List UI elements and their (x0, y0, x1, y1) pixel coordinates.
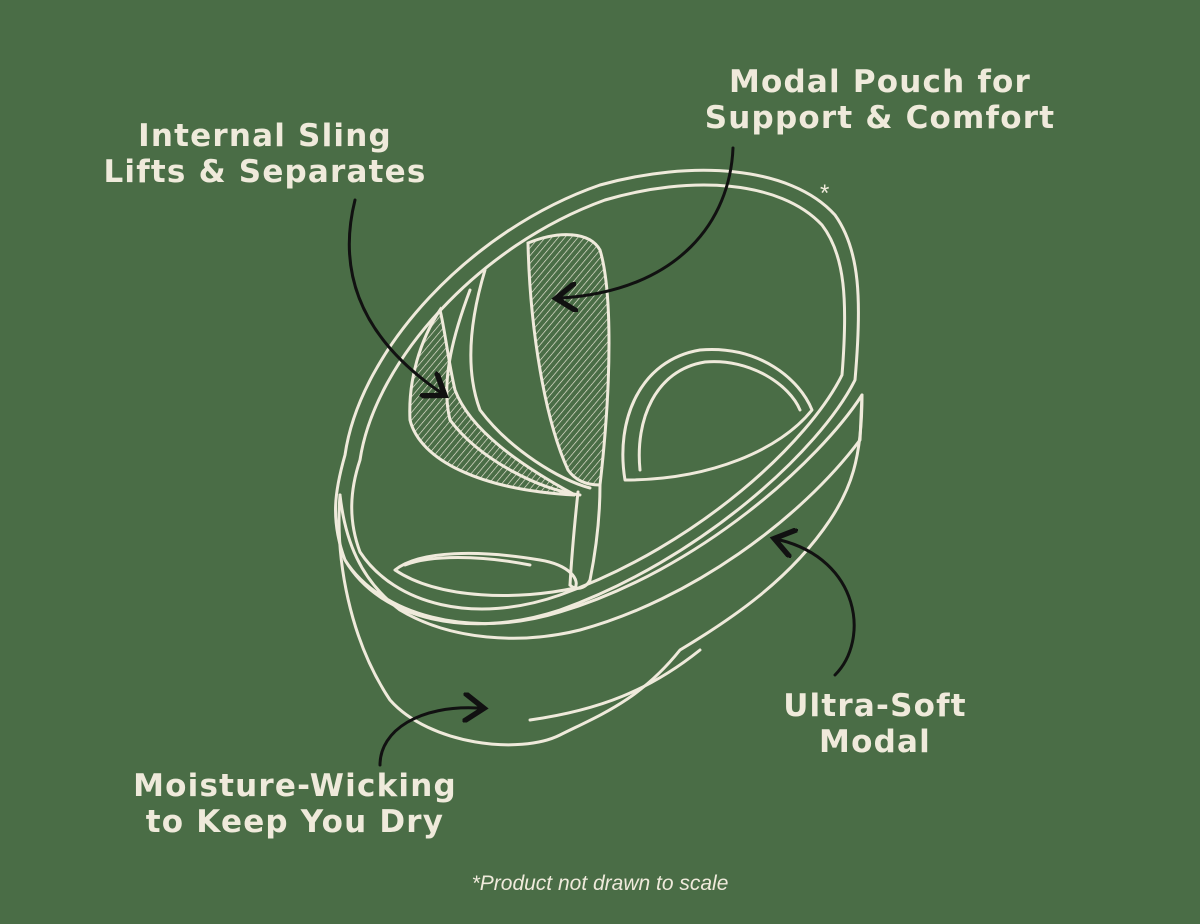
garment-body (337, 393, 864, 747)
footnote: *Product not drawn to scale (471, 872, 729, 895)
callout-ultra-soft-line2: Modal (819, 724, 931, 760)
waistband-inner-edge (350, 183, 847, 611)
callout-moisture-line1: Moisture-Wicking (133, 768, 457, 804)
leg-opening-right (621, 348, 814, 482)
sling-panel (408, 306, 576, 497)
waistband-outer-edge (334, 168, 860, 626)
arrow-ultra-soft (780, 540, 856, 677)
modal-pouch-panel (526, 233, 611, 487)
callout-moisture: Moisture-Wicking to Keep You Dry (105, 768, 485, 840)
callout-ultra-soft-line1: Ultra-Soft (783, 688, 967, 724)
scale-asterisk: * (820, 180, 830, 207)
callout-modal-pouch: Modal Pouch for Support & Comfort (670, 64, 1090, 136)
callout-internal-sling: Internal Sling Lifts & Separates (80, 118, 450, 190)
callout-ultra-soft: Ultra-Soft Modal (750, 688, 1000, 760)
callout-internal-sling-line2: Lifts & Separates (103, 154, 427, 190)
callout-modal-pouch-line1: Modal Pouch for (728, 64, 1032, 100)
waistband-band (338, 393, 864, 640)
arrow-internal-sling (347, 198, 440, 392)
leg-opening-left (393, 551, 578, 597)
arrow-modal-pouch (562, 146, 735, 298)
callout-modal-pouch-line2: Support & Comfort (704, 100, 1056, 136)
callout-moisture-line2: to Keep You Dry (145, 804, 445, 840)
callout-internal-sling-line1: Internal Sling (138, 118, 392, 154)
arrow-moisture (378, 708, 478, 767)
